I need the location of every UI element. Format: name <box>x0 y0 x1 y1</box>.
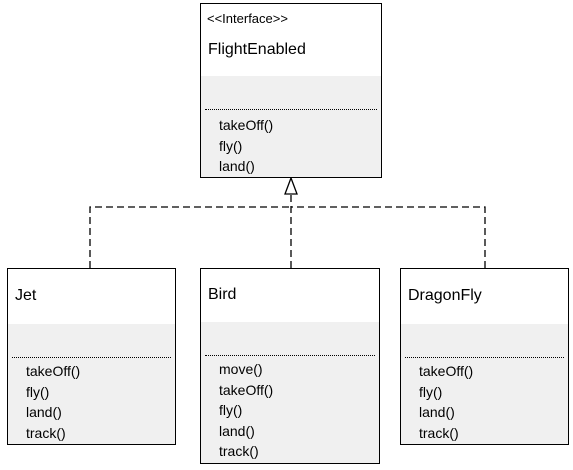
operation: fly() <box>26 383 50 400</box>
bird-class-name: Bird <box>208 286 237 303</box>
dragonfly-class-name: DragonFly <box>408 287 482 304</box>
operation: track() <box>26 424 66 441</box>
operation: takeOff() <box>219 381 274 398</box>
jet-separator <box>12 357 171 358</box>
class-jet: Jet takeOff() fly() land() track() <box>7 268 176 445</box>
jet-class-name: Jet <box>15 287 37 304</box>
dragonfly-header: DragonFly <box>401 269 568 325</box>
dragonfly-operations: takeOff() fly() land() track() <box>419 361 473 443</box>
interface-body: takeOff() fly() land() <box>201 76 381 177</box>
operation: fly() <box>419 383 443 400</box>
jet-header: Jet <box>8 269 175 325</box>
operation: track() <box>219 443 259 459</box>
interface-separator <box>205 109 377 110</box>
dragonfly-realization-line <box>291 206 486 268</box>
operation: fly() <box>219 137 243 154</box>
bird-header: Bird <box>201 269 379 323</box>
operation: land() <box>219 422 255 439</box>
bird-body: move() takeOff() fly() land() track() <box>201 322 379 463</box>
jet-realization-line <box>89 206 291 268</box>
operation: fly() <box>219 402 243 418</box>
jet-body: takeOff() fly() land() track() <box>8 324 175 444</box>
operation: takeOff() <box>26 363 81 379</box>
interface-name: FlightEnabled <box>208 41 306 58</box>
operation: move() <box>219 361 263 377</box>
interface-flightenabled: <<Interface>> FlightEnabled takeOff() fl… <box>200 3 382 178</box>
operation: land() <box>26 404 62 420</box>
operation: land() <box>219 158 255 174</box>
bird-operations: move() takeOff() fly() land() track() <box>219 359 273 462</box>
bird-separator <box>205 355 375 356</box>
operation: land() <box>419 404 455 420</box>
dragonfly-body: takeOff() fly() land() track() <box>401 324 568 444</box>
jet-operations: takeOff() fly() land() track() <box>26 361 80 443</box>
class-bird: Bird move() takeOff() fly() land() track… <box>200 268 380 464</box>
operation: track() <box>419 424 459 441</box>
dragonfly-separator <box>405 357 564 358</box>
interface-operations: takeOff() fly() land() <box>219 115 273 177</box>
class-dragonfly: DragonFly takeOff() fly() land() track() <box>400 268 569 445</box>
operation: takeOff() <box>219 117 274 133</box>
interface-header: <<Interface>> FlightEnabled <box>201 4 381 77</box>
interface-stereotype: <<Interface>> <box>207 11 288 26</box>
operation: takeOff() <box>419 363 474 379</box>
realization-arrowhead-icon <box>284 176 298 195</box>
